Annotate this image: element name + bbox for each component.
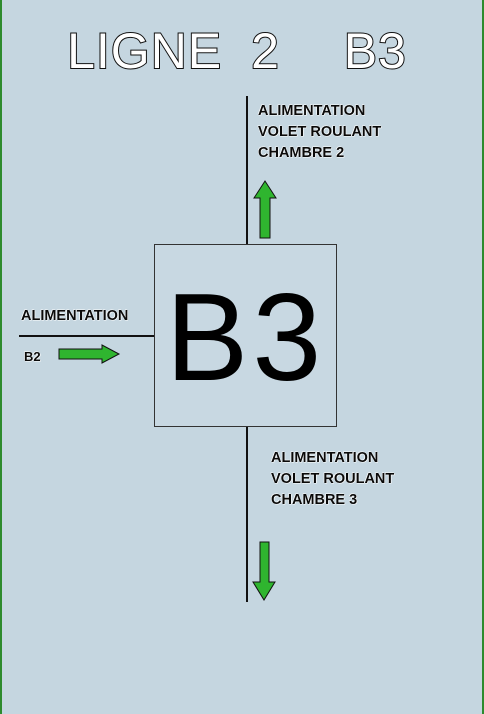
label-bottom-right: ALIMENTATION VOLET ROULANT CHAMBRE 3 [271, 448, 394, 511]
central-box-b3: B3 [154, 244, 337, 427]
title-word-number: 2 [250, 22, 280, 80]
label-top-right-line1: ALIMENTATION [258, 103, 366, 119]
label-left-line1: ALIMENTATION [21, 308, 129, 324]
label-top-right-line2: VOLET ROULANT [258, 124, 382, 140]
arrow-right-icon [58, 344, 121, 364]
label-bottom-right-line3: CHAMBRE 3 [271, 492, 358, 508]
page-title: LIGNE 2 B3 [2, 22, 472, 80]
arrow-down-icon [252, 541, 276, 601]
label-top-right-line3: CHAMBRE 2 [258, 145, 345, 161]
label-top-right: ALIMENTATION VOLET ROULANT CHAMBRE 2 [258, 101, 381, 164]
label-bottom-right-line2: VOLET ROULANT [271, 471, 395, 487]
label-left: ALIMENTATION [21, 306, 128, 327]
title-word-b3: B3 [343, 22, 407, 80]
central-box-label: B3 [165, 268, 326, 407]
title-word-ligne: LIGNE [66, 22, 223, 80]
label-bottom-right-line1: ALIMENTATION [271, 450, 379, 466]
arrow-up-icon [253, 180, 277, 239]
label-left-source: B2 [24, 346, 41, 367]
label-left-line2: B2 [24, 349, 41, 364]
